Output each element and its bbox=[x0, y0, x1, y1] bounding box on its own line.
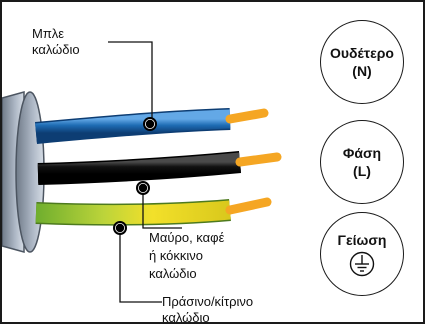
phase-code: (L) bbox=[353, 163, 371, 179]
black-wire-conductor bbox=[235, 152, 282, 167]
neutral-title: Ουδέτερο bbox=[330, 45, 394, 61]
phase-title: Φάση bbox=[342, 145, 382, 161]
earth-title: Γείωση bbox=[337, 232, 387, 248]
black-wire-label: Μαύρο, καφέ ή κόκκινο καλώδιο bbox=[149, 230, 225, 281]
black-leader bbox=[142, 188, 182, 229]
neutral-badge: Ουδέτερο (N) bbox=[320, 20, 404, 104]
green-yellow-leader bbox=[119, 228, 162, 303]
blue-wire-label: Μπλε καλώδιο bbox=[32, 26, 80, 57]
earth-badge: Γείωση bbox=[320, 212, 404, 296]
blue-leader bbox=[108, 41, 153, 123]
earth-ground-icon bbox=[349, 251, 375, 277]
green-yellow-wire-label: Πράσινο/κίτρινο καλώδιο bbox=[162, 294, 254, 324]
green-yellow-wire-conductor bbox=[225, 197, 272, 215]
phase-badge: Φάση (L) bbox=[320, 120, 404, 204]
neutral-code: (N) bbox=[352, 63, 372, 79]
blue-wire-conductor bbox=[225, 108, 269, 124]
